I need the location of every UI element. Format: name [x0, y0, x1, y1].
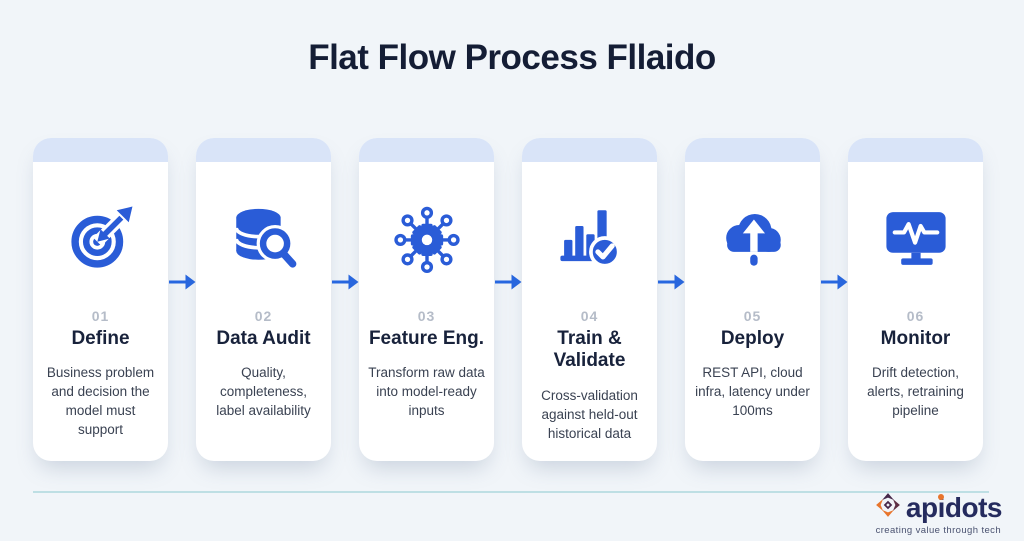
step-card-data-audit: 02 Data Audit Quality, completeness, lab… — [196, 138, 331, 461]
step-title: Train & Validate — [553, 328, 626, 372]
flow-arrow-icon — [820, 138, 848, 461]
flow-arrow-icon — [657, 138, 685, 461]
card-header-strip — [196, 138, 331, 162]
step-description: Drift detection, alerts, retraining pipe… — [867, 365, 964, 419]
brand-tagline: creating value through tech — [875, 525, 1001, 536]
database-search-icon — [196, 182, 331, 294]
flow-arrow-icon — [331, 138, 359, 461]
network-gear-icon — [359, 182, 494, 294]
step-title: Feature Eng. — [368, 328, 485, 349]
step-card-train-validate: 04 Train & Validate Cross-validation aga… — [522, 138, 657, 461]
cloud-upload-icon — [685, 182, 820, 294]
step-card-deploy: 05 Deploy REST API, cloud infra, latency… — [685, 138, 820, 461]
step-card-monitor: 06 Monitor Drift detection, alerts, retr… — [848, 138, 983, 461]
page-title: Flat Flow Process Fllaido — [308, 38, 716, 77]
process-flow: 01 Define Business problem and decision … — [33, 138, 991, 461]
target-icon — [33, 182, 168, 294]
flow-arrow-icon — [494, 138, 522, 461]
brand-i-dot — [938, 493, 945, 500]
step-number: 01 — [91, 308, 110, 324]
step-card-feature-eng: 03 Feature Eng. Transform raw data into … — [359, 138, 494, 461]
step-description: Business problem and decision the model … — [46, 365, 155, 438]
step-number: 02 — [254, 308, 273, 324]
card-header-strip — [685, 138, 820, 162]
step-number: 04 — [580, 308, 599, 324]
step-description: Quality, completeness, label availabilit… — [216, 365, 311, 419]
step-card-define: 01 Define Business problem and decision … — [33, 138, 168, 461]
step-title: Data Audit — [216, 328, 311, 349]
step-title: Define — [71, 328, 130, 349]
monitor-pulse-icon — [848, 182, 983, 294]
card-header-strip — [33, 138, 168, 162]
step-number: 05 — [743, 308, 762, 324]
step-description: Transform raw data into model-ready inpu… — [368, 365, 485, 419]
card-header-strip — [359, 138, 494, 162]
flow-arrow-icon — [168, 138, 196, 461]
step-title: Monitor — [880, 328, 951, 349]
card-header-strip — [848, 138, 983, 162]
apidots-logo-icon — [875, 492, 901, 523]
step-title: Deploy — [720, 328, 785, 349]
step-number: 03 — [417, 308, 436, 324]
footer-divider — [33, 491, 989, 493]
bar-chart-check-icon — [522, 182, 657, 294]
step-description: Cross-validation against held-out histor… — [541, 387, 638, 441]
step-number: 06 — [906, 308, 925, 324]
step-description: REST API, cloud infra, latency under 100… — [695, 365, 810, 419]
card-header-strip — [522, 138, 657, 162]
